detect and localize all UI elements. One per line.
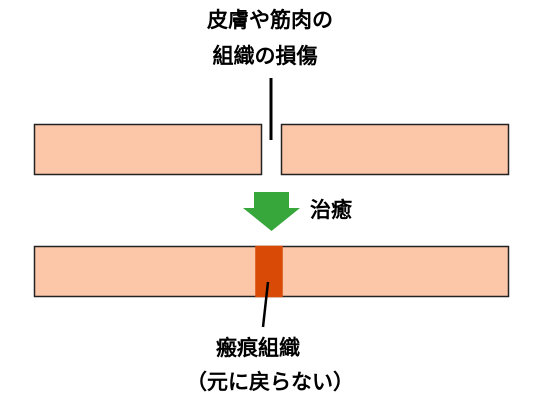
tissue-segment-left: [33, 123, 263, 176]
injured-tissue: [33, 78, 510, 176]
arrow-down-icon: [243, 192, 300, 231]
healing-label: 治癒: [310, 198, 352, 222]
injury-label-line1: 皮膚や筋肉の: [207, 8, 333, 32]
scar-label-line1: 瘢痕組織: [216, 336, 300, 360]
scar-pointer-line: [261, 281, 270, 328]
tissue-segment-right: [280, 123, 510, 176]
injury-label-line2: 組織の損傷: [212, 44, 318, 68]
healed-tissue: [33, 245, 510, 328]
scar-tissue-band: [255, 245, 283, 298]
scar-label-line2: （元に戻らない）: [186, 370, 354, 394]
